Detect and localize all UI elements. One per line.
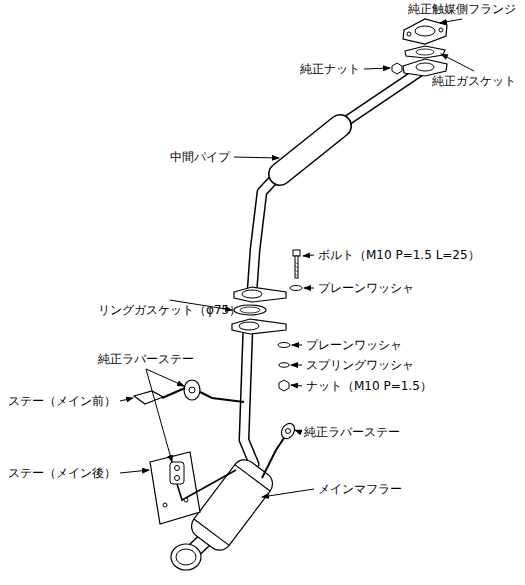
part-label: 純正触媒側フランジ (408, 2, 516, 16)
part-label: 純正ガスケット (432, 74, 516, 88)
part-label: リングガスケット（φ75） (98, 303, 241, 317)
part-label: 中間パイプ (170, 150, 230, 164)
leader-line (146, 369, 184, 386)
part-label: ナット（M10 P=1.5） (306, 379, 432, 393)
leader-line (303, 255, 314, 256)
leader-line (262, 489, 314, 497)
leader-line (120, 398, 133, 401)
leader-line (441, 54, 474, 71)
leader-line (120, 470, 149, 473)
part-label: 純正ナット (300, 62, 360, 76)
part-label: ステー（メイン後） (8, 466, 116, 480)
leader-line (295, 430, 300, 432)
part-label: ボルト（M10 P=1.5 L=25） (318, 248, 480, 262)
leader-line (291, 385, 302, 386)
part-label: プレーンワッシャ (318, 281, 414, 295)
part-label: ステー（メイン前） (8, 394, 116, 408)
leader-line (440, 19, 462, 23)
part-label: 純正ラバーステー (98, 352, 194, 366)
leader-line (304, 288, 314, 289)
leader-line (291, 365, 302, 366)
leader-line (364, 68, 390, 69)
leader-line (234, 157, 279, 158)
leader-line (146, 369, 172, 462)
part-label: スプリングワッシャ (306, 358, 414, 372)
part-label: 純正ラバーステー (304, 425, 400, 439)
leader-line (292, 345, 302, 346)
part-label: メインマフラー (318, 482, 402, 496)
part-label: プレーンワッシャ (306, 338, 402, 352)
